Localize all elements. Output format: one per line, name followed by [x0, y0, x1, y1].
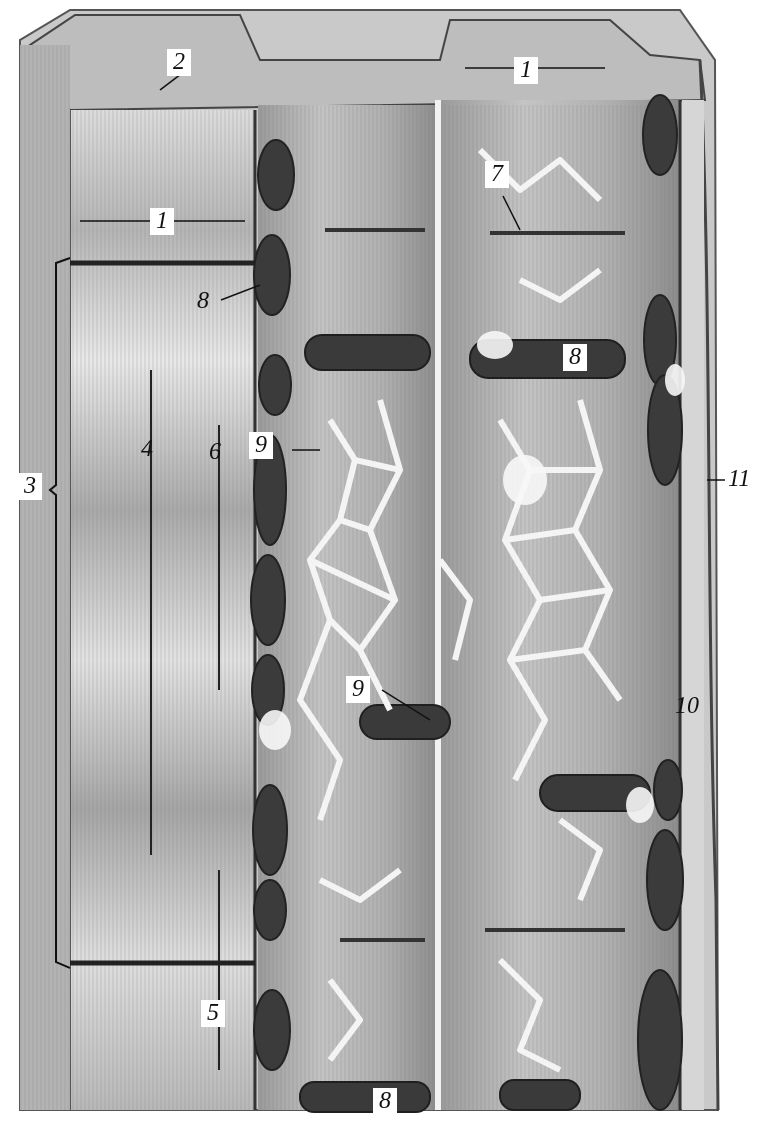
label-4: 4 [141, 437, 153, 461]
label-5: 5 [201, 1000, 225, 1027]
label-8-bottom: 8 [373, 1088, 397, 1115]
label-1-band: 1 [150, 208, 174, 235]
label-9-lower: 9 [346, 676, 370, 703]
label-2: 2 [167, 49, 191, 76]
label-1-top: 1 [514, 57, 538, 84]
label-10: 10 [675, 694, 699, 718]
label-8-left: 8 [197, 289, 209, 313]
label-6: 6 [209, 440, 221, 464]
label-11: 11 [728, 467, 750, 491]
label-7: 7 [485, 161, 509, 188]
label-9-upper: 9 [249, 432, 273, 459]
label-3: 3 [18, 473, 42, 500]
label-8-middle: 8 [563, 344, 587, 371]
